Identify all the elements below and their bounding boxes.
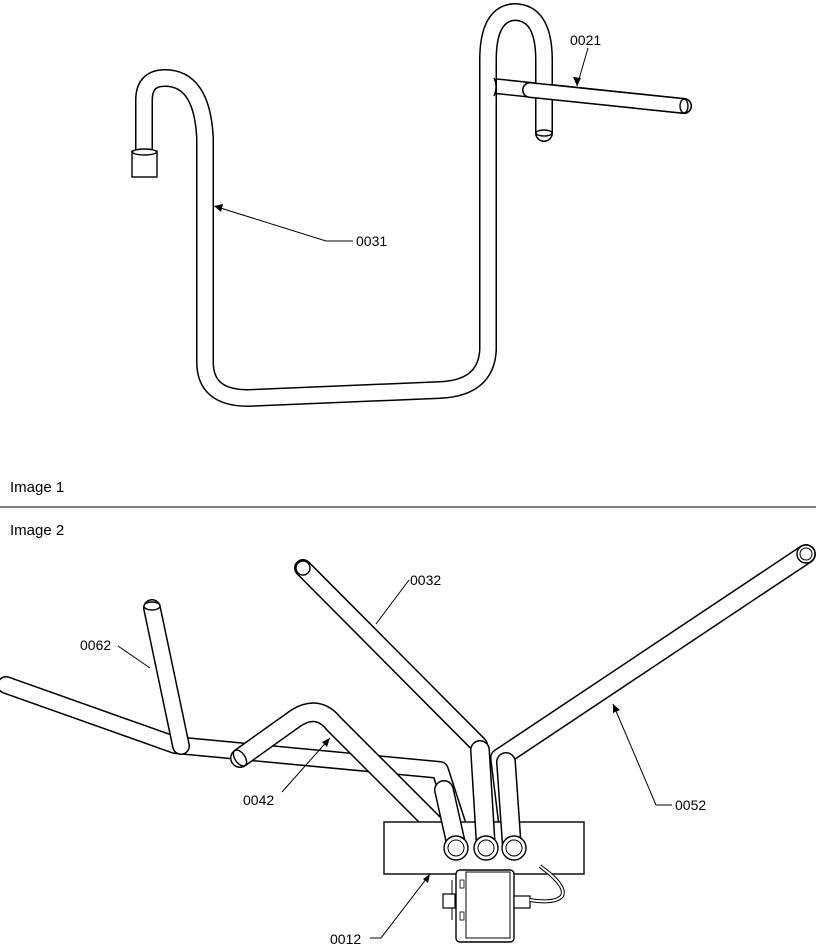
caption-image-2: Image 2 bbox=[10, 522, 64, 539]
label-0031: 0031 bbox=[356, 233, 387, 249]
label-0062: 0062 bbox=[80, 637, 111, 653]
label-0052: 0052 bbox=[675, 797, 706, 813]
callout-0032: 0032 bbox=[375, 572, 441, 625]
tube-0042 bbox=[230, 702, 465, 855]
label-0012: 0012 bbox=[330, 931, 361, 947]
callout-0012: 0012 bbox=[330, 873, 431, 947]
tube-0052 bbox=[490, 544, 816, 858]
callout-0062: 0062 bbox=[80, 637, 151, 669]
callout-0042: 0042 bbox=[243, 737, 331, 808]
label-0042: 0042 bbox=[243, 792, 274, 808]
callout-0021: 0021 bbox=[570, 32, 601, 87]
callout-0031: 0031 bbox=[213, 204, 387, 249]
label-0032: 0032 bbox=[410, 572, 441, 588]
tube-0021-front bbox=[493, 77, 692, 114]
tube-0062 bbox=[143, 599, 190, 755]
figure-2: 0032 0062 0042 0052 0012 bbox=[0, 544, 816, 947]
callout-0052: 0052 bbox=[612, 703, 706, 813]
solenoid-coil bbox=[455, 869, 515, 943]
valve-0012 bbox=[383, 740, 585, 943]
label-0021: 0021 bbox=[570, 32, 601, 48]
caption-image-1: Image 1 bbox=[10, 479, 64, 496]
tube-0031 bbox=[131, 3, 553, 407]
figure-1: 0021 0031 bbox=[131, 3, 692, 407]
